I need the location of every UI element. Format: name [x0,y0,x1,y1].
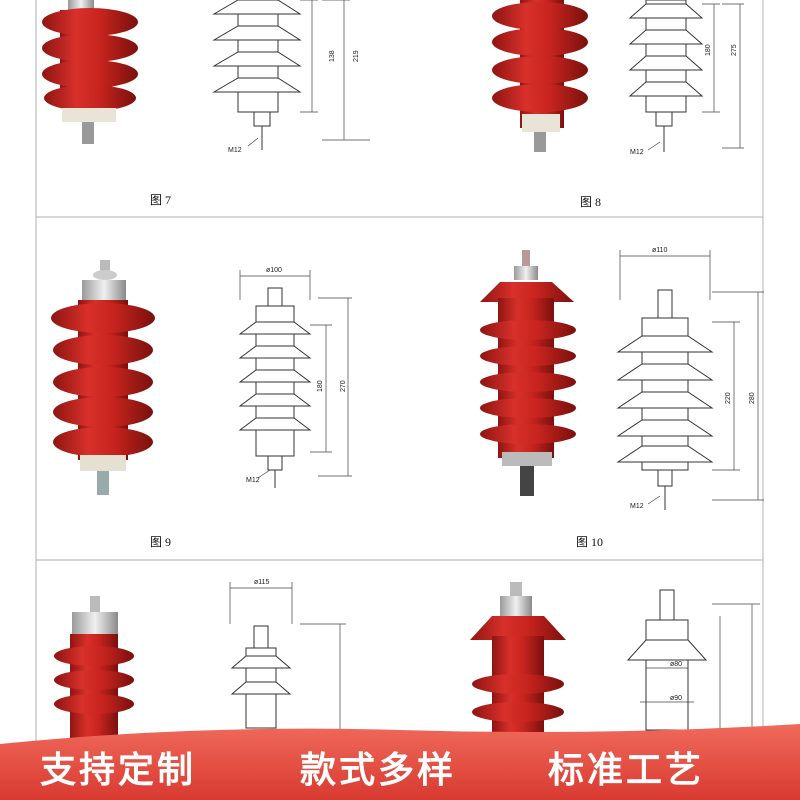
arrester-photo [51,260,155,495]
dim-270: 270 [340,380,347,392]
figure-9: ø100 180 270 M12 图 9 [51,260,352,549]
dimension-drawing: ø100 180 270 M12 [238,267,352,488]
banner-item-variety: 款式多样 [300,750,456,791]
thread-label: M12 [630,149,644,156]
figure-caption: 图 9 [150,535,171,549]
arrester-photo [492,0,588,152]
dim-d115: ø115 [254,579,270,586]
figure-11: ø115 [54,579,346,744]
dim-d90: ø90 [670,695,682,702]
dim-138: 138 [329,50,336,62]
thread-label: M12 [246,477,260,484]
dim-280: 280 [749,392,756,404]
thread-label: M12 [228,147,242,154]
dim-180: 180 [705,44,712,56]
figure-caption: 图 8 [580,195,601,209]
arrester-photo [42,0,138,144]
dimension-drawing: 180 275 M12 [628,0,744,156]
dimension-drawing: ø80 ø90 [626,589,760,740]
dimension-drawing: ø110 220 280 M12 [616,247,764,510]
arrester-photo [54,596,134,744]
promo-banner: 支持定制 款式多样 标准工艺 [0,724,800,800]
catalog-frame [35,0,764,800]
dim-220: 220 [725,392,732,404]
banner-item-standard: 标准工艺 [548,750,704,791]
figure-7: 138 219 M12 图 7 [42,0,370,207]
dim-275: 275 [731,44,738,56]
figure-10: ø110 220 280 M12 图 10 [480,247,764,549]
dim-d80: ø80 [670,661,682,668]
dimension-drawing: 138 219 M12 [212,0,370,154]
dim-180: 180 [317,380,324,392]
dim-d100: ø100 [266,267,282,274]
figure-caption: 图 10 [576,535,603,549]
dim-d110: ø110 [652,247,668,254]
figure-8: 180 275 M12 图 8 [492,0,744,209]
dim-219: 219 [353,50,360,62]
arrester-photo [480,250,576,496]
figure-caption: 图 7 [150,193,171,207]
figure-12: ø80 ø90 [470,582,760,740]
arrester-photo [470,582,566,736]
thread-label: M12 [630,503,644,510]
banner-item-custom: 支持定制 [40,750,196,791]
dimension-drawing: ø115 [229,579,346,740]
